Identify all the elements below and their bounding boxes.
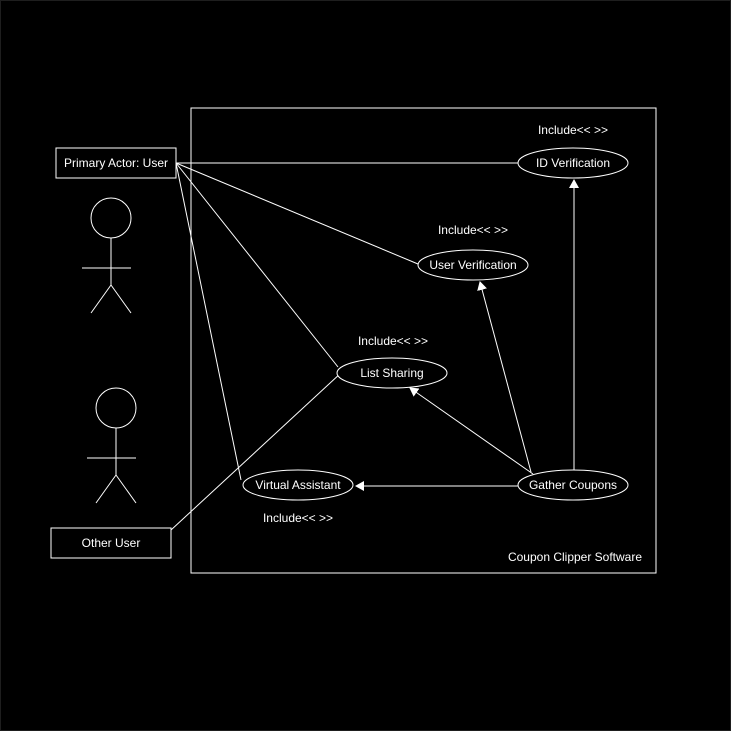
include-arrow-list-sharing bbox=[409, 387, 534, 475]
actor-primary-user[interactable]: Primary Actor: User bbox=[55, 147, 177, 179]
include-label-user-verification: Include<< >> bbox=[438, 223, 508, 237]
use-case-user-verification[interactable]: User Verification bbox=[417, 249, 529, 281]
use-case-label: Virtual Assistant bbox=[255, 478, 341, 492]
use-case-label: User Verification bbox=[429, 258, 516, 272]
use-case-ellipse bbox=[517, 147, 629, 179]
include-arrow-user-verification bbox=[477, 281, 532, 473]
use-case-ellipse bbox=[517, 469, 629, 501]
use-case-list-sharing[interactable]: List Sharing bbox=[336, 357, 448, 389]
include-label-id-verification: Include<< >> bbox=[538, 123, 608, 137]
use-case-ellipse bbox=[242, 469, 354, 501]
use-case-id-verification[interactable]: ID Verification bbox=[517, 147, 629, 179]
include-label-list-sharing: Include<< >> bbox=[358, 334, 428, 348]
actor-label: Primary Actor: User bbox=[64, 156, 168, 170]
use-case-label: List Sharing bbox=[360, 366, 423, 380]
include-label-virtual-assistant: Include<< >> bbox=[263, 511, 333, 525]
association-primary-virtual-assistant bbox=[175, 162, 242, 481]
use-case-ellipse bbox=[417, 249, 529, 281]
actor-stick-figure-icon bbox=[87, 387, 137, 504]
association-primary-user-verification bbox=[175, 162, 419, 265]
use-case-label: Gather Coupons bbox=[529, 478, 617, 492]
actor-stick-figure-icon bbox=[82, 197, 132, 314]
actor-other-user[interactable]: Other User bbox=[50, 527, 172, 559]
use-case-label: ID Verification bbox=[536, 156, 610, 170]
use-case-gather-coupons[interactable]: Gather Coupons bbox=[517, 469, 629, 501]
actor-box bbox=[50, 527, 172, 559]
association-primary-list-sharing bbox=[175, 162, 339, 368]
actor-label: Other User bbox=[82, 536, 141, 550]
association-other-user-list-sharing bbox=[170, 371, 343, 531]
actor-box bbox=[55, 147, 177, 179]
use-case-virtual-assistant[interactable]: Virtual Assistant bbox=[242, 469, 354, 501]
system-boundary-label: Coupon Clipper Software bbox=[508, 550, 642, 564]
use-case-ellipse bbox=[336, 357, 448, 389]
